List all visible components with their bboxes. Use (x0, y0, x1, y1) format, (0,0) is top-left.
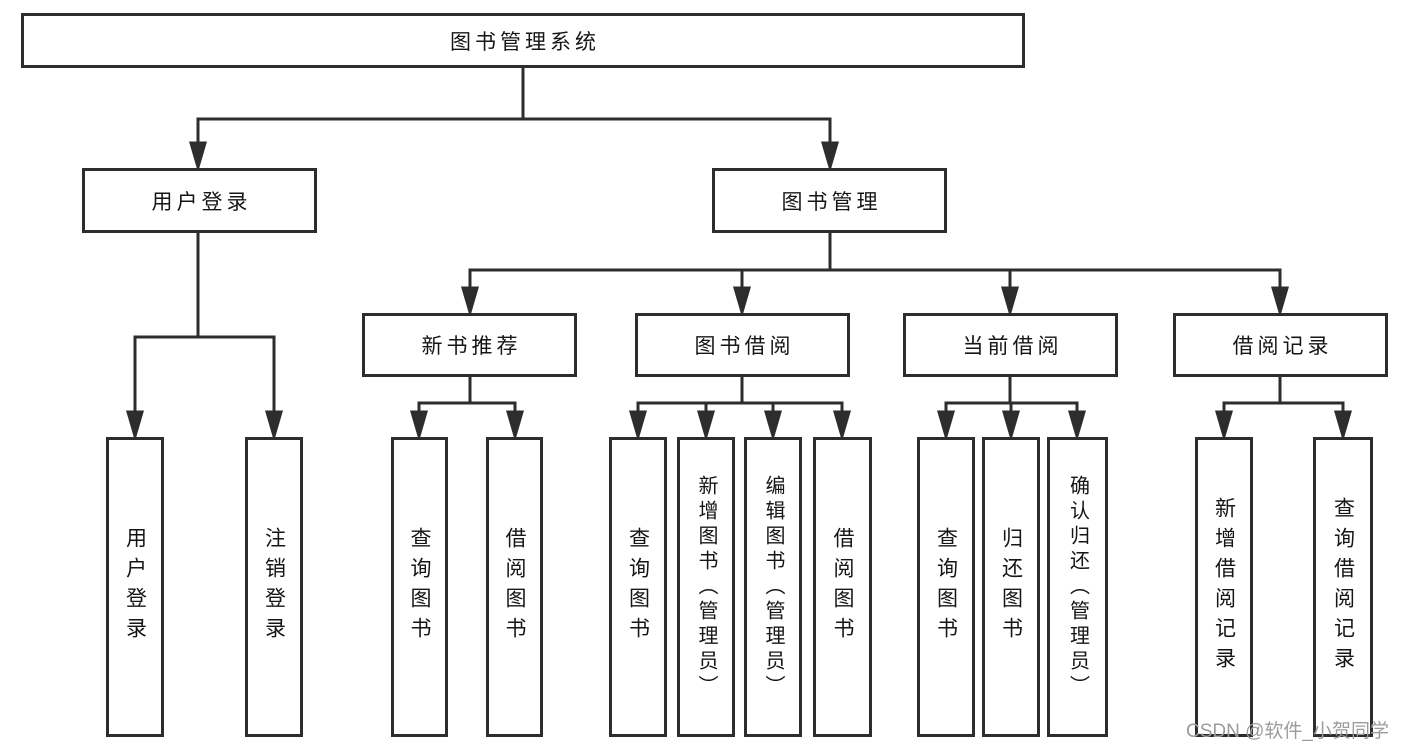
leaf-return-book: 归还图书 (982, 437, 1040, 737)
arrowhead-icon (189, 141, 207, 173)
branch-line (133, 231, 276, 339)
node-book-management-label: 图书管理 (781, 190, 882, 214)
branch-line (196, 66, 832, 121)
arrowhead-icon (833, 410, 851, 442)
node-user-login: 用户登录 (82, 168, 317, 233)
node-root-label: 图书管理系统 (450, 30, 600, 54)
node-new-book-recommend-label: 新书推荐 (421, 335, 522, 358)
branch-line (468, 231, 1282, 272)
leaf-edit-book-admin: 编辑图书（管理员） (744, 437, 802, 737)
leaf-query-books-borrow: 查询图书 (609, 437, 667, 737)
arrowhead-icon (1334, 410, 1352, 442)
arrowhead-icon (764, 410, 782, 442)
arrowhead-icon (461, 286, 479, 318)
node-borrowing-records: 借阅记录 (1173, 313, 1388, 377)
arrowhead-icon (937, 410, 955, 442)
leaf-query-books-recommend-label: 查询图书 (408, 527, 431, 647)
connector-records-children (1215, 375, 1352, 442)
node-book-management: 图书管理 (712, 168, 947, 233)
node-user-login-label: 用户登录 (151, 190, 252, 214)
arrowhead-icon (821, 141, 839, 173)
node-book-borrowing-label: 图书借阅 (694, 335, 795, 358)
leaf-borrow-books-label: 借阅图书 (831, 527, 854, 647)
leaf-borrow-books: 借阅图书 (813, 437, 872, 737)
branch-line (417, 375, 517, 405)
branch-line (1222, 375, 1345, 405)
leaf-query-books-borrow-label: 查询图书 (626, 527, 650, 647)
node-new-book-recommend: 新书推荐 (362, 313, 577, 377)
arrowhead-icon (126, 410, 144, 442)
arrowhead-icon (629, 410, 647, 442)
leaf-confirm-return-admin-label: 确认归还（管理员） (1066, 474, 1089, 700)
leaf-logout-label: 注销登录 (262, 527, 286, 647)
leaf-query-borrow-record: 查询借阅记录 (1313, 437, 1373, 737)
connector-newbook-children (410, 375, 524, 442)
leaf-return-book-label: 归还图书 (999, 527, 1023, 647)
branch-line (944, 375, 1079, 405)
arrowhead-icon (733, 286, 751, 318)
leaf-add-borrow-record-label: 新增借阅记录 (1212, 497, 1236, 677)
leaf-query-borrow-record-label: 查询借阅记录 (1331, 497, 1355, 677)
leaf-user-login-action-label: 用户登录 (123, 527, 147, 647)
leaf-query-books-current: 查询图书 (917, 437, 975, 737)
leaf-borrow-books-recommend: 借阅图书 (486, 437, 543, 737)
node-root: 图书管理系统 (21, 13, 1025, 68)
arrowhead-icon (410, 410, 428, 442)
connector-root-to-level2 (189, 66, 839, 173)
leaf-add-book-admin-label: 新增图书（管理员） (695, 474, 717, 700)
arrowhead-icon (1068, 410, 1086, 442)
arrowhead-icon (1215, 410, 1233, 442)
arrowhead-icon (1002, 410, 1020, 442)
leaf-confirm-return-admin: 确认归还（管理员） (1047, 437, 1108, 737)
leaf-borrow-books-recommend-label: 借阅图书 (503, 527, 526, 647)
connector-user-children (126, 231, 283, 442)
arrowhead-icon (1271, 286, 1289, 318)
arrowhead-icon (1001, 286, 1019, 318)
node-borrowing-records-label: 借阅记录 (1232, 335, 1333, 358)
leaf-user-login-action: 用户登录 (106, 437, 164, 737)
node-current-borrowing: 当前借阅 (903, 313, 1118, 377)
leaf-add-book-admin: 新增图书（管理员） (677, 437, 735, 737)
leaf-query-books-current-label: 查询图书 (934, 527, 958, 647)
arrowhead-icon (697, 410, 715, 442)
leaf-add-borrow-record: 新增借阅记录 (1195, 437, 1253, 737)
connector-borrow-children (629, 375, 851, 442)
branch-line (636, 375, 844, 405)
node-book-borrowing: 图书借阅 (635, 313, 850, 377)
leaf-query-books-recommend: 查询图书 (391, 437, 448, 737)
leaf-edit-book-admin-label: 编辑图书（管理员） (762, 474, 784, 700)
connector-book-to-level3 (461, 231, 1289, 318)
connector-current-children (937, 375, 1086, 442)
leaf-logout: 注销登录 (245, 437, 303, 737)
arrowhead-icon (265, 410, 283, 442)
watermark: CSDN @软件_小贺同学 (1186, 721, 1389, 742)
arrowhead-icon (506, 410, 524, 442)
node-current-borrowing-label: 当前借阅 (962, 335, 1063, 358)
